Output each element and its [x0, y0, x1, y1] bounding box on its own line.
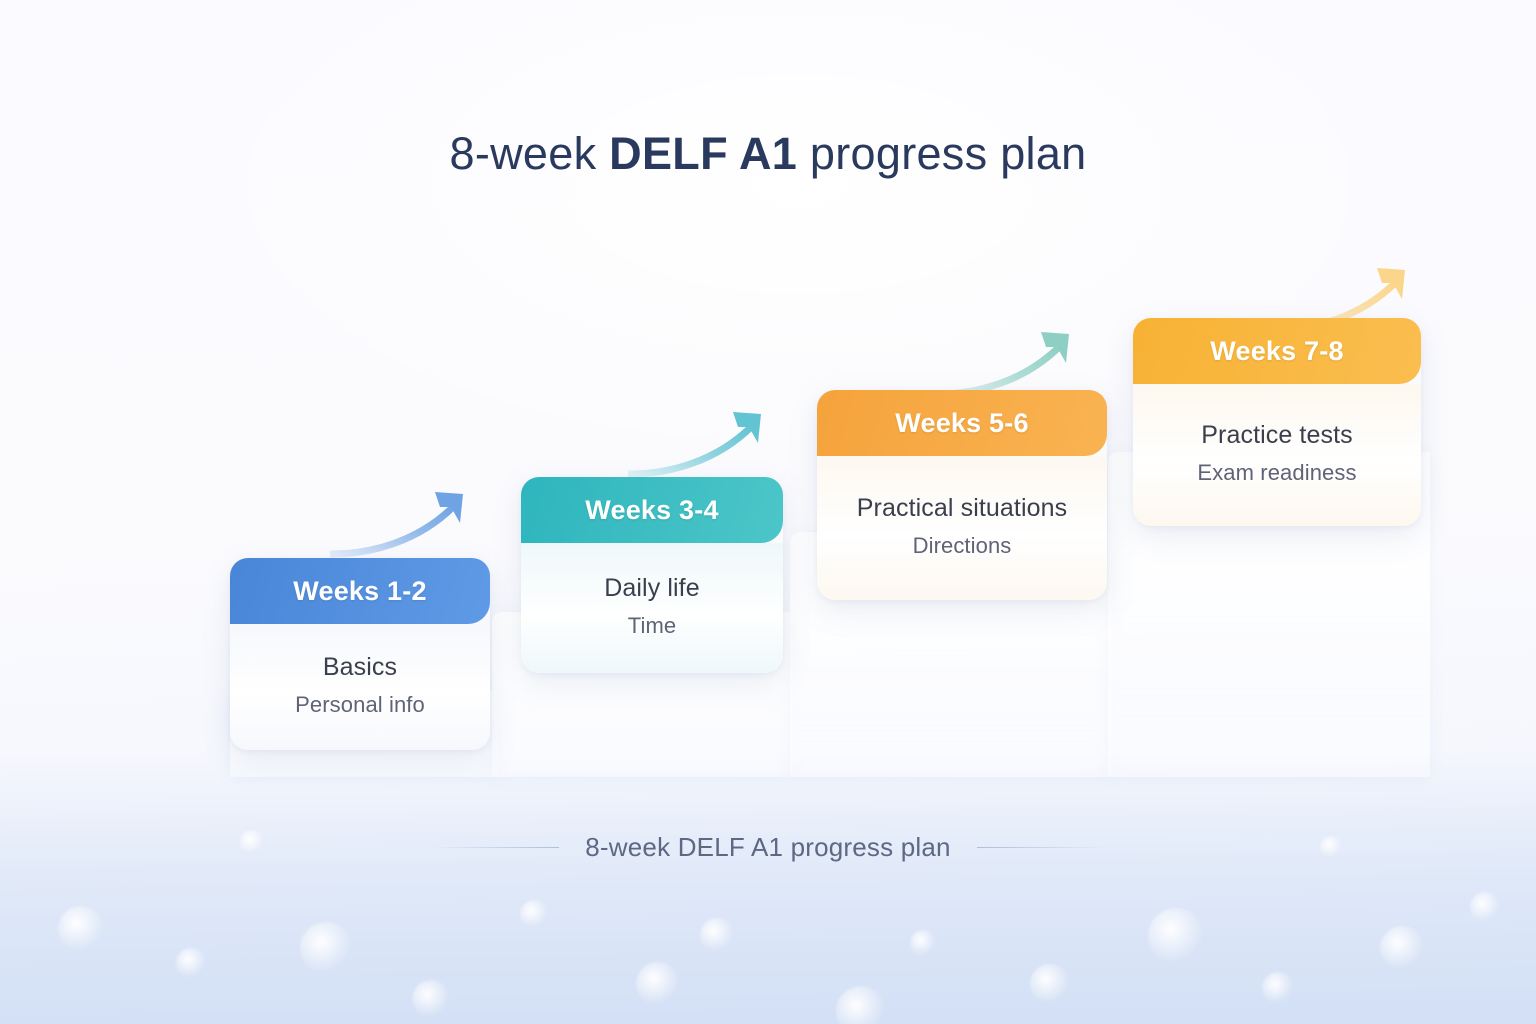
page-title: 8-week DELF A1 progress plan: [0, 128, 1536, 180]
footer-rule-right: [976, 847, 1105, 848]
step-card-3-title: Practical situations: [856, 493, 1068, 522]
step-card-4-header: Weeks 7-8: [1133, 318, 1421, 384]
step-card-4-subtitle: Exam readiness: [1197, 459, 1357, 485]
step-card-3-subtitle: Directions: [912, 532, 1012, 558]
footer-caption: 8-week DELF A1 progress plan: [0, 832, 1536, 863]
step-card-2-subtitle: Time: [627, 612, 677, 638]
bokeh-dot-10: [1030, 964, 1070, 1004]
step-card-2-title: Daily life: [604, 573, 700, 602]
page-title-tail: progress plan: [797, 128, 1087, 179]
step-card-1-header: Weeks 1-2: [230, 558, 490, 624]
bokeh-dot-2: [176, 948, 206, 978]
page-title-lead: 8-week: [449, 128, 610, 179]
step-card-4-header-label: Weeks 7-8: [1210, 335, 1344, 366]
bokeh-dot-7: [700, 918, 734, 952]
step-card-2-header-label: Weeks 3-4: [585, 494, 719, 525]
footer-caption-text: 8-week DELF A1 progress plan: [585, 832, 951, 862]
bottom-haze: [0, 754, 1536, 1024]
step-card-1-subtitle: Personal info: [295, 691, 425, 717]
bokeh-dot-8: [836, 986, 886, 1024]
bokeh-dot-6: [636, 962, 680, 1006]
arrow-step-2-to-3: [626, 390, 788, 490]
footer-rule-left: [431, 847, 560, 848]
bokeh-dot-12: [1262, 972, 1294, 1004]
bokeh-dot-13: [1380, 926, 1424, 970]
step-card-1-header-label: Weeks 1-2: [293, 575, 427, 606]
step-card-3-header: Weeks 5-6: [817, 390, 1107, 456]
arrow-step-1-to-2: [328, 470, 490, 570]
page-title-strong: DELF A1: [609, 128, 798, 179]
step-card-1-title: Basics: [322, 652, 398, 681]
bokeh-dot-11: [1148, 908, 1204, 964]
bokeh-dot-14: [1470, 892, 1500, 922]
bokeh-dot-9: [910, 930, 936, 956]
step-card-2-header: Weeks 3-4: [521, 477, 783, 543]
step-card-4-title: Practice tests: [1201, 420, 1353, 449]
bokeh-dot-5: [520, 900, 548, 928]
step-card-3-header-label: Weeks 5-6: [895, 407, 1029, 438]
bokeh-dot-1: [58, 906, 104, 952]
bokeh-dot-4: [412, 980, 450, 1018]
bokeh-dot-3: [300, 922, 352, 974]
